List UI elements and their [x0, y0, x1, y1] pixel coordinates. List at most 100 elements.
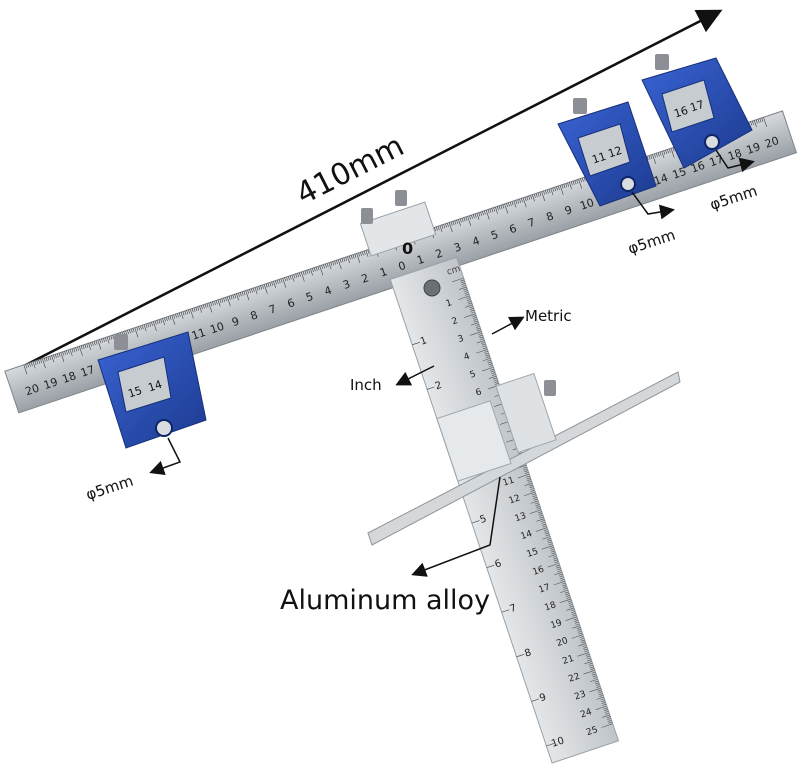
- inch-tick-label: 1: [419, 335, 429, 347]
- main-rule-tick: [132, 328, 135, 333]
- main-rule-tick: [578, 179, 583, 189]
- metric-tick: [484, 352, 489, 355]
- metric-tick: [493, 377, 498, 380]
- main-rule-tick: [459, 218, 462, 223]
- main-rule-tick: [672, 147, 675, 152]
- main-rule-tick: [763, 117, 767, 127]
- main-rule-tick: [508, 202, 510, 207]
- main-rule-tick: [208, 302, 213, 313]
- main-rule-tick: [101, 338, 104, 343]
- main-rule-tick-label: 10: [208, 320, 225, 337]
- main-rule-tick: [127, 330, 129, 335]
- main-rule-tick: [306, 270, 309, 275]
- metric-tick: [539, 516, 544, 519]
- main-rule-tick: [519, 198, 521, 203]
- main-rule-tick: [496, 206, 499, 211]
- main-rule-tick: [202, 304, 205, 309]
- main-rule-tick: [212, 301, 214, 306]
- main-rule-tick: [254, 287, 258, 295]
- metric-tick: [548, 543, 553, 546]
- metric-tick: [562, 586, 567, 588]
- main-rule-tick: [80, 345, 83, 350]
- main-rule-tick: [47, 356, 50, 361]
- thumb-screw[interactable]: [655, 54, 669, 70]
- metric-tick: [535, 504, 540, 506]
- main-rule-tick: [541, 191, 546, 202]
- thumb-screw[interactable]: [114, 334, 128, 350]
- main-rule-tick: [317, 266, 320, 271]
- main-rule-tick: [361, 251, 364, 256]
- main-rule-tick: [667, 149, 669, 154]
- main-rule-tick: [219, 299, 222, 304]
- main-rule-tick: [278, 279, 281, 284]
- main-rule-tick: [226, 296, 231, 307]
- main-rule-tick: [275, 280, 277, 285]
- metric-tick: [563, 588, 568, 590]
- stop-block-left[interactable]: 15 14: [97, 331, 207, 449]
- metric-tick: [576, 627, 581, 629]
- metric-tick: [527, 479, 532, 482]
- main-rule-tick: [474, 213, 477, 218]
- main-rule-tick: [141, 325, 144, 330]
- metric-tick: [574, 621, 579, 624]
- metric-tick: [469, 308, 474, 310]
- main-rule-tick: [439, 225, 443, 233]
- metric-tick: [568, 602, 573, 605]
- main-rule-tick: [330, 261, 333, 266]
- metric-tick: [552, 555, 557, 558]
- metric-tick: [483, 347, 487, 350]
- main-rule-tick: [291, 274, 295, 282]
- main-rule-tick: [483, 210, 486, 215]
- main-rule-tick: [271, 281, 274, 286]
- stop-block-right[interactable]: 16 17: [641, 54, 753, 169]
- metric-tick-label: 1: [445, 298, 454, 309]
- metric-tick: [584, 661, 592, 665]
- main-rule-tick: [533, 193, 536, 198]
- metric-tick: [542, 536, 551, 540]
- thumb-screw[interactable]: [573, 98, 587, 114]
- material-label: Aluminum alloy: [280, 585, 490, 616]
- metric-tick: [602, 703, 607, 706]
- metric-tick-label: 18: [543, 600, 557, 613]
- main-rule-tick-label: 10: [578, 196, 595, 213]
- stop-block-middle[interactable]: 11 12: [557, 98, 657, 207]
- main-rule-tick: [23, 364, 28, 375]
- thumb-screw[interactable]: [544, 380, 556, 396]
- main-rule-tick: [360, 252, 362, 257]
- main-rule-tick: [350, 255, 353, 260]
- center-pivot-block: 0: [359, 190, 441, 297]
- metric-tick-label: 16: [532, 565, 546, 578]
- main-rule-tick: [552, 187, 555, 192]
- main-rule-tick: [554, 187, 557, 192]
- main-rule-tick: [210, 302, 213, 307]
- metric-tick: [553, 580, 566, 586]
- main-rule-tick: [469, 215, 472, 220]
- metric-tick: [600, 698, 605, 701]
- thumb-screw[interactable]: [395, 190, 407, 206]
- main-rule-tick: [276, 279, 279, 284]
- main-rule-tick-label: 3: [341, 277, 352, 292]
- metric-tick: [566, 607, 575, 611]
- metric-tick: [466, 299, 471, 301]
- metric-tick: [536, 507, 541, 510]
- main-rule-tick: [62, 351, 65, 356]
- main-rule-tick: [99, 339, 102, 344]
- metric-tick: [474, 320, 479, 323]
- main-rule-tick: [434, 227, 436, 232]
- main-rule-tick-label: 20: [24, 382, 41, 399]
- metric-tick: [607, 719, 612, 722]
- metric-tick: [463, 290, 468, 293]
- metric-tick: [592, 673, 597, 676]
- main-rule-tick-label: 15: [671, 165, 688, 182]
- metric-tick: [554, 561, 559, 564]
- main-rule-tick: [136, 326, 139, 331]
- main-rule-tick: [336, 260, 338, 265]
- thumb-screw[interactable]: [361, 208, 373, 224]
- main-rule-tick: [750, 121, 753, 126]
- metric-label: Metric: [525, 307, 572, 325]
- hole-label-middle: φ5mm: [626, 226, 678, 258]
- main-rule-tick: [761, 117, 764, 122]
- main-rule-tick: [201, 305, 203, 310]
- metric-tick-label: 4: [463, 352, 472, 363]
- metric-tick: [540, 520, 545, 523]
